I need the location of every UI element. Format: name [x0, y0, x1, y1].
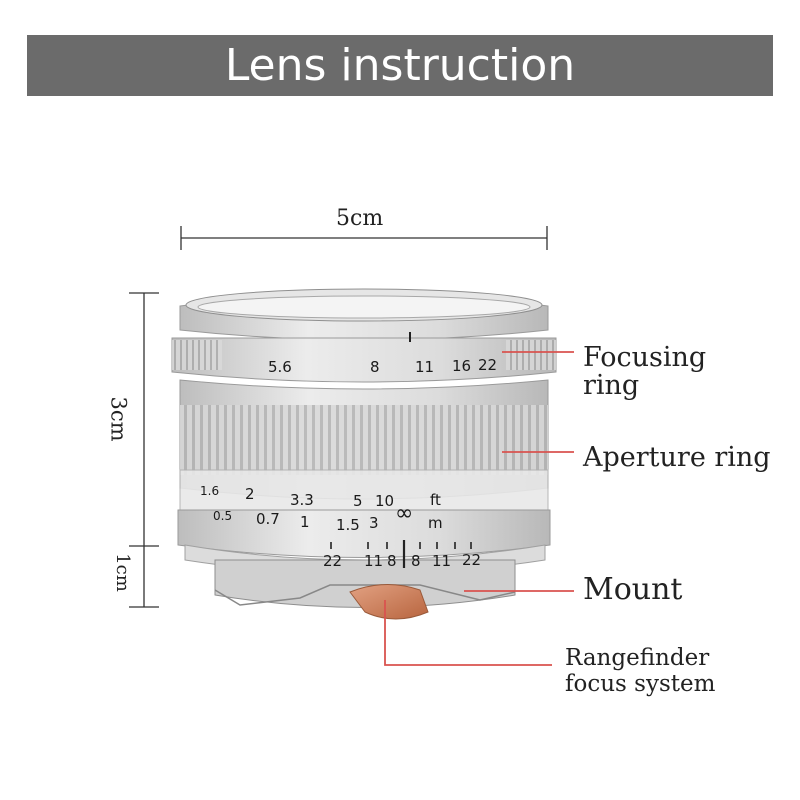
mount-label: Mount	[583, 572, 683, 607]
dof-mark-8-right: 8	[411, 552, 421, 570]
width-label: 5cm	[336, 206, 384, 231]
ft-mark-2: 2	[245, 485, 255, 503]
ft-mark-5: 5	[353, 492, 363, 510]
aperture-ring-label: Aperture ring	[583, 442, 771, 473]
dof-mark-11-right: 11	[432, 552, 451, 570]
ft-mark-10: 10	[375, 492, 394, 510]
dof-mark-8-left: 8	[387, 552, 397, 570]
ft-mark-1-6: 1.6	[200, 484, 219, 498]
dof-ring	[177, 509, 551, 558]
rangefinder-label-line2: focus system	[565, 671, 716, 697]
ft-mark-unit: ft	[430, 491, 441, 509]
width-dimension-line	[180, 226, 548, 250]
top-mark-8: 8	[370, 358, 380, 376]
top-mark-22: 22	[478, 356, 497, 374]
top-mark-16: 16	[452, 357, 471, 375]
top-mark-11: 11	[415, 358, 434, 376]
m-mark-0-5: 0.5	[213, 509, 232, 523]
rangefinder-cam-tab	[349, 583, 429, 620]
m-mark-3: 3	[369, 514, 379, 532]
focusing-ring-label-line2: ring	[583, 370, 640, 401]
height-dimension-line	[129, 292, 159, 608]
rangefinder-label: Rangefinder focus system	[565, 645, 715, 697]
rangefinder-label-line1: Rangefinder	[565, 645, 710, 671]
m-mark-0-7: 0.7	[256, 510, 280, 528]
top-mark-5-6: 5.6	[268, 358, 292, 376]
focusing-ring-label-line1: Focusing	[583, 342, 707, 373]
infinity-mark: ∞	[395, 501, 413, 526]
header-banner: Lens instruction	[27, 35, 773, 96]
m-mark-1: 1	[300, 513, 310, 531]
focusing-ring-label: Focusing ring	[583, 344, 706, 400]
dof-mark-22-right: 22	[462, 551, 481, 569]
m-mark-unit: m	[428, 514, 443, 532]
ft-mark-3-3: 3.3	[290, 491, 314, 509]
m-mark-1-5: 1.5	[336, 516, 360, 534]
dof-mark-11-left: 11	[364, 552, 383, 570]
dof-mark-22-left: 22	[323, 552, 342, 570]
page-title: Lens instruction	[224, 40, 576, 91]
focusing-ring-band	[171, 337, 557, 383]
rangefinder-callout-line	[384, 600, 552, 666]
